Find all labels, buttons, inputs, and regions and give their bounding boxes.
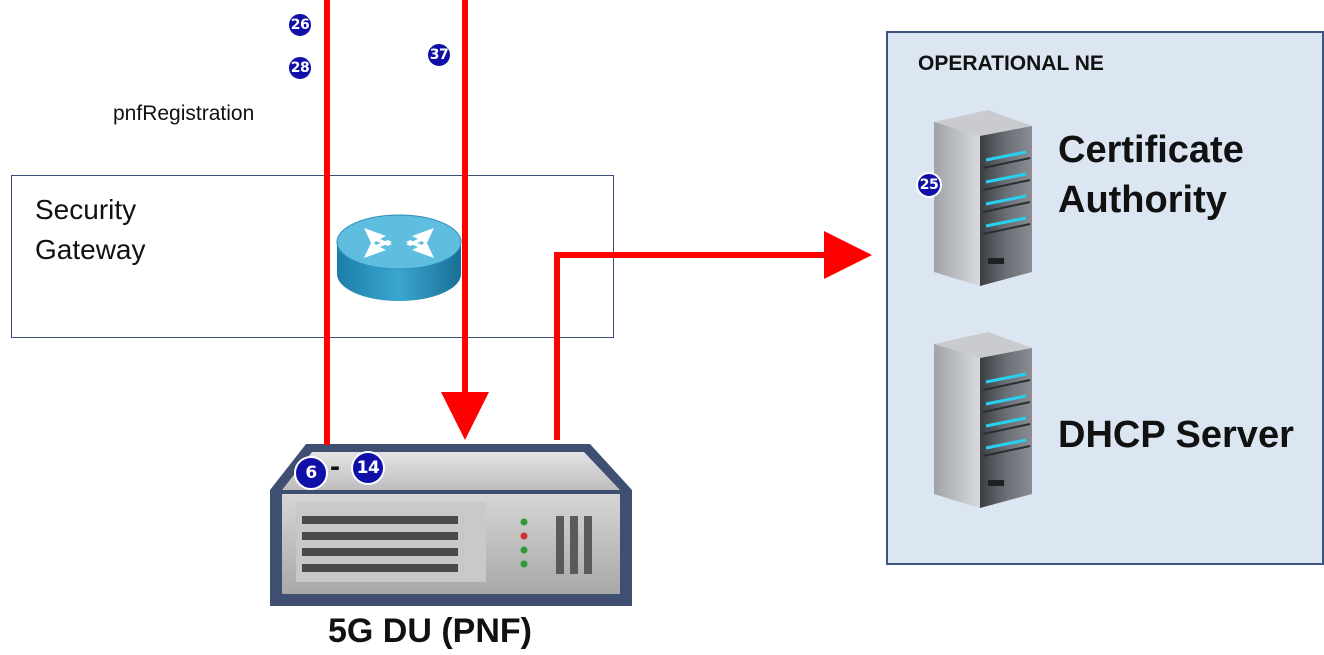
- security-gateway-label-line1: Security: [35, 194, 137, 225]
- security-gateway-box: [11, 175, 614, 338]
- range-dash: -: [330, 450, 340, 483]
- step-badge-28: 28: [287, 55, 313, 81]
- pnf-registration-label: pnfRegistration: [113, 102, 255, 125]
- step-badge-26: 26: [287, 12, 313, 38]
- dhcp-server-label: DHCP Server: [1058, 414, 1294, 456]
- security-gateway-label-line2: Gateway: [35, 234, 146, 265]
- du-label: 5G DU (PNF): [328, 612, 532, 650]
- certificate-authority-label-line1: Certificate: [1058, 129, 1244, 171]
- step-badge-6: 6: [294, 456, 328, 490]
- certificate-authority-label-line2: Authority: [1058, 179, 1227, 221]
- step-badge-14: 14: [351, 451, 385, 485]
- dhcp-server-icon: [934, 332, 1032, 508]
- step-badge-25: 25: [916, 172, 942, 198]
- router-icon: [336, 214, 462, 301]
- certificate-authority-label: Certificate Authority: [1058, 125, 1244, 225]
- step-badge-37: 37: [426, 42, 452, 68]
- certificate-authority-server-icon: [934, 110, 1032, 286]
- security-gateway-label: Security Gateway: [35, 190, 146, 270]
- operational-ne-title: OPERATIONAL NE: [918, 52, 1104, 75]
- flow-line-to-ca: [554, 231, 872, 440]
